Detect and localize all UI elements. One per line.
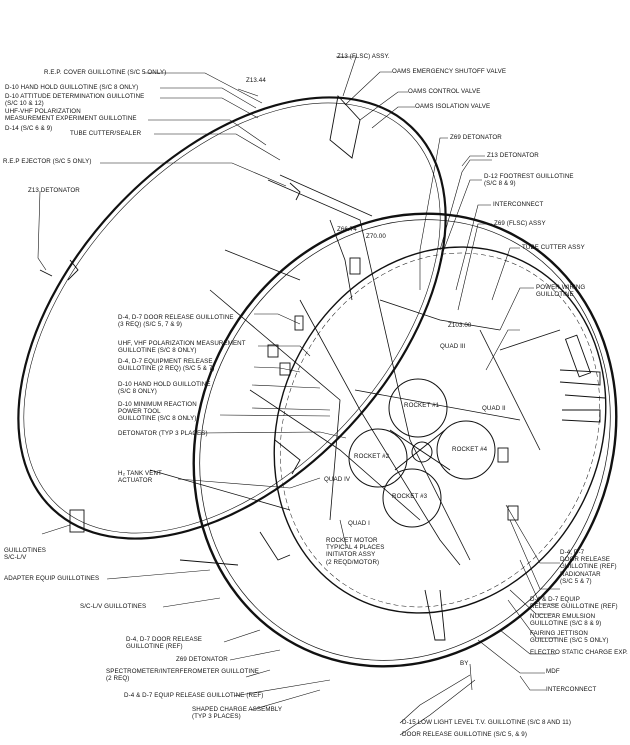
label-z13-detonator-left: Z13 DETONATOR (28, 187, 80, 194)
label-rocket-2: ROCKET #2 (354, 453, 390, 460)
label-tube-cutter-assy: TUBE CUTTER ASSY (522, 244, 585, 251)
label-sclv-guillotines: S/C-L/V GUILLOTINES (80, 603, 147, 610)
label-d10-hand-hold-s8: D-10 HAND HOLD GUILLOTINE (S/C 8 ONLY) (5, 84, 139, 91)
label-quad-ii: QUAD II (482, 405, 506, 412)
label-spectrometer: SPECTROMETER/INTERFEROMETER GUILLOTINE (… (106, 668, 260, 683)
label-interconnect-top: INTERCONNECT (493, 201, 544, 208)
label-oams-control: OAMS CONTROL VALVE (408, 88, 481, 95)
label-z69-detonator-top: Z69 DETONATOR (450, 134, 502, 141)
label-quad-iv: QUAD IV (324, 476, 351, 483)
label-uhf-vhf-experiment: UHF-VHF POLARIZATION MEASUREMENT EXPERIM… (5, 108, 137, 123)
label-electro-static: ELECTRO STATIC CHARGE EXP. (530, 649, 628, 656)
label-rocket-motor: ROCKET MOTOR TYPICAL 4 PLACES INITIATOR … (326, 537, 385, 566)
label-quad-i: QUAD I (348, 520, 370, 527)
label-d10-minimum-reaction: D-10 MINIMUM REACTION POWER TOOL GUILLOT… (118, 401, 197, 423)
label-oams-emergency: OAMS EMERGENCY SHUTOFF VALVE (392, 68, 507, 75)
label-guillotines-sclv: GUILLOTINES S/C-L/V (4, 547, 47, 562)
label-d14: D-14 (S/C 6 & 9) (5, 125, 53, 132)
rocket-motors (348, 378, 496, 528)
label-z66-74: Z66.74 (337, 226, 357, 233)
label-d4-d7-equipment: D-4, D-7 EQUIPMENT RELEASE GUILLOTINE (2… (118, 358, 215, 373)
label-rep-cover: R.E.P. COVER GUILLOTINE (S/C 5 ONLY) (44, 69, 167, 76)
label-rocket-3: ROCKET #3 (392, 493, 428, 500)
label-d4-d7-door-radionatar: D-4, D-7 DOOR RELEASE GUILLOTINE (REF) R… (560, 549, 617, 585)
label-z103-00: Z103.00 (448, 322, 472, 329)
label-z13-flsc: Z13 (FLSC) ASSY. (337, 53, 390, 60)
label-interconnect-bottom: INTERCONNECT (546, 686, 597, 693)
internal-structure (149, 174, 561, 566)
label-mdf: MDF (546, 668, 560, 675)
label-d15-low-light: D-15 LOW LIGHT LEVEL T.V. GUILLOTINE (S/… (402, 719, 572, 726)
label-rep-ejector: R.E.P EJECTOR (S/C 5 ONLY) (3, 158, 92, 165)
equipment-section (192, 212, 618, 668)
components (39, 95, 606, 641)
label-by: BY (460, 660, 469, 667)
label-z69-flsc: Z69 (FLSC) ASSY (494, 220, 546, 227)
label-d4-d7-door: D-4, D-7 DOOR RELEASE GUILLOTINE (3 REQ)… (118, 314, 234, 329)
label-uhf-vhf-measurement: UHF, VHF POLARIZATION MEASUREMENT GUILLO… (118, 340, 246, 355)
label-d4-d7-equip-release: D-4 & D-7 EQUIP RELEASE GUILLOTINE (REF) (530, 596, 618, 611)
label-z70-00: Z70.00 (366, 233, 386, 240)
label-nuclear-emulsion: NUCLEAR EMULSION GUILLOTINE (S/C 8 & 9) (530, 613, 602, 628)
label-detonator-typ3: DETONATOR (TYP 3 PLACES) (118, 430, 208, 437)
label-d10-attitude: D-10 ATTITUDE DETERMINATION GUILLOTINE (… (5, 93, 145, 108)
label-z69-detonator-bottom: Z69 DETONATOR (176, 656, 228, 663)
label-adapter-equip: ADAPTER EQUIP GUILLOTINES (4, 575, 100, 582)
leader-lines (37, 56, 560, 736)
label-z13-detonator-right: Z13 DETONATOR (487, 152, 539, 159)
label-z13-44: Z13.44 (246, 77, 266, 84)
label-rocket-4: ROCKET #4 (452, 446, 488, 453)
label-d10-hand-hold: D-10 HAND HOLD GUILLOTINE (S/C 8 ONLY) (118, 381, 211, 396)
label-door-release-bottom: DOOR RELEASE GUILLOTINE (S/C 5, & 9) (402, 731, 527, 738)
retrograde-section (17, 96, 447, 540)
label-shaped-charge: SHAPED CHARGE ASSEMBLY (TYP 3 PLACES) (192, 706, 283, 721)
label-fairing-jettison: FAIRING JETTISON GUILLOTINE (S/C 5 ONLY) (530, 630, 609, 645)
label-rocket-1: ROCKET #1 (404, 402, 440, 409)
label-d4-d7-equip-ref: D-4 & D-7 EQUIP RELEASE GUILLOTINE (REF) (124, 692, 264, 699)
label-tube-cutter-sealer: TUBE CUTTER/SEALER (70, 130, 142, 137)
label-h2-tank-vent: H₂ TANK VENT ACTUATOR (118, 470, 162, 485)
label-d12-footrest: D-12 FOOTREST GUILLOTINE (S/C 8 & 9) (484, 173, 574, 188)
label-power-wiring: POWER WIRING GUILLOTINE (536, 284, 586, 299)
label-quad-iii: QUAD III (440, 343, 466, 350)
label-oams-isolation: OAMS ISOLATION VALVE (415, 103, 491, 110)
label-d4-d7-door-ref: D-4, D-7 DOOR RELEASE GUILLOTINE (REF) (126, 636, 203, 651)
